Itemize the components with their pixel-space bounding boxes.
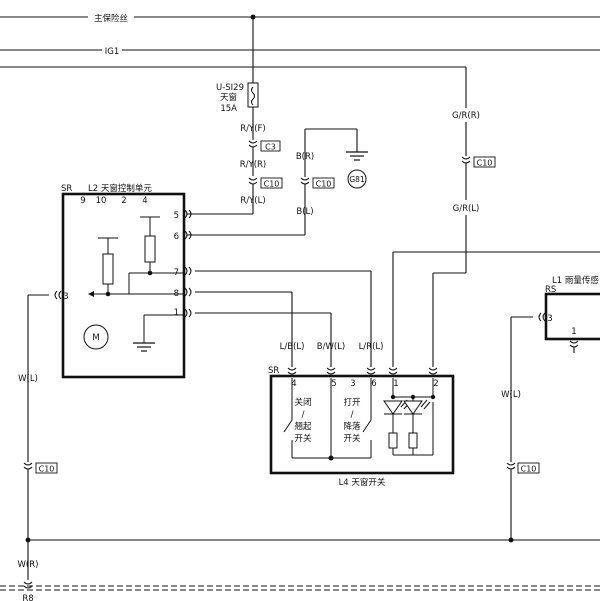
wire-lr: L/R(L) (195, 270, 384, 367)
fuse-u-si29: U-SI29 天窗 15A (216, 17, 259, 114)
connector-c10-b: C10 (312, 177, 335, 189)
svg-text:C10: C10 (39, 465, 55, 474)
l4-sw1-label: 开关 (294, 433, 312, 444)
fuse-rating: 15A (220, 104, 237, 114)
svg-text:C10: C10 (477, 159, 493, 168)
l1-title: L1 雨量传感 (552, 275, 599, 286)
led-icon (383, 400, 403, 415)
l2-sunroof-control-unit: SR L2 天窗控制单元 9 10 2 4 5 6 7 8 1 (54, 183, 192, 379)
led-icon (403, 400, 423, 415)
l4-pin: 3 (350, 379, 355, 389)
l4-sunroof-switch: SR 4 5 3 6 1 2 关闭 / 翘起 开关 打开 / 降落 开关 (268, 366, 455, 488)
wire-label-w-l-left: W(L) (18, 374, 38, 384)
svg-text:C10: C10 (521, 465, 537, 474)
l1-box (544, 292, 600, 341)
l4-prefix: SR (268, 366, 279, 376)
l4-sw1-label: / (302, 410, 305, 420)
l2-side-pin: 5 (174, 211, 179, 221)
l2-box (61, 192, 186, 379)
connector-c10-d: C10 (35, 462, 58, 474)
wire-label-ry-f: R/Y(F) (240, 124, 265, 134)
l1-prefix: RS (545, 285, 556, 295)
wire-label-lb-l: L/B(L) (280, 342, 305, 352)
svg-text:C3: C3 (265, 143, 276, 152)
wire-label-lr-l: L/R(L) (359, 342, 384, 352)
svg-text:C10: C10 (316, 180, 332, 189)
connector-c3: C3 (260, 140, 281, 152)
l2-side-pin: 6 (174, 232, 179, 242)
ig1-label: IG1 (105, 47, 120, 57)
wire-label-gr-l: G/R(L) (453, 204, 480, 214)
wire-w-right: W(L) C10 (501, 316, 540, 543)
bottom-bus (0, 539, 600, 591)
l2-left-pin: 3 (63, 292, 68, 302)
l1-left-pin: 3 (547, 314, 552, 324)
fuse-id: U-SI29 (216, 83, 244, 93)
ig1-branch-wire (0, 66, 467, 108)
l2-top-pin: 9 (80, 196, 85, 206)
l4-sw1-label: 关闭 (294, 397, 311, 408)
ground-g81-label: G81 (349, 175, 365, 184)
l4-sw2-label: 降落 (343, 421, 361, 432)
wire-bw: B/W(L) (195, 312, 345, 367)
l4-pin: 6 (371, 379, 376, 389)
ig1-rail: IG1 (0, 44, 600, 57)
l2-top-pin: 4 (142, 196, 147, 206)
l1-rain-sensor: L1 雨量传感 RS 3 1 (538, 275, 600, 353)
l1-bottom-pin: 1 (571, 327, 576, 337)
l4-pin: 5 (331, 379, 336, 389)
l4-sw2-label: 开关 (343, 433, 361, 444)
l4-sw1-label: 翘起 (294, 422, 312, 432)
wire-label-ry-l: R/Y(L) (240, 196, 265, 206)
l2-title: L2 天窗控制单元 (88, 183, 152, 194)
wire-label-bw-l: B/W(L) (317, 342, 345, 352)
l4-pin: 2 (433, 379, 438, 389)
l4-pin: 1 (393, 379, 398, 389)
connector-c10-c: C10 (473, 156, 496, 168)
connector-c10-a: C10 (260, 177, 283, 189)
l2-top-pin: 10 (96, 196, 107, 206)
wire-label-b-l: B(L) (296, 207, 313, 217)
wire-label-b-r: B(R) (296, 152, 314, 162)
wire-label-w-l-right: W(L) (501, 390, 521, 400)
l4-sw2-label: 打开 (343, 397, 361, 408)
wire-label-gr-r: G/R(R) (452, 111, 480, 121)
l2-top-pin: 2 (121, 196, 126, 206)
l4-box (269, 374, 455, 475)
l2-prefix: SR (61, 184, 72, 194)
main-fuse-label: 主保险丝 (94, 13, 129, 24)
wire-label-w-r: W(R) (18, 560, 39, 570)
wire-l4-pin1-right (392, 251, 600, 367)
connector-c10-e: C10 (517, 462, 540, 474)
l4-pin: 4 (291, 379, 296, 389)
connector-r8: R8 (22, 594, 33, 601)
wire-label-ry-r: R/Y(R) (240, 160, 267, 170)
l4-sw2-label: / (351, 410, 354, 420)
svg-text:C10: C10 (264, 180, 280, 189)
l4-title: L4 天窗开关 (339, 477, 386, 488)
wire-gr: G/R(R) C10 G/R(L) (432, 111, 496, 367)
fuse-name: 天窗 (220, 92, 237, 103)
main-fuse-rail: 主保险丝 (0, 11, 600, 24)
wire-lb: L/B(L) (195, 291, 305, 367)
wire-w-left: W(L) C10 W(R) R8 (18, 294, 58, 601)
l2-side-pin: 1 (174, 308, 179, 318)
l2-motor-label: M (92, 333, 99, 343)
wire-b-ground: G81 B(R) C10 B(L) (187, 128, 369, 236)
wire-ry: R/Y(F) C3 R/Y(R) C10 R/Y(L) (187, 107, 283, 215)
